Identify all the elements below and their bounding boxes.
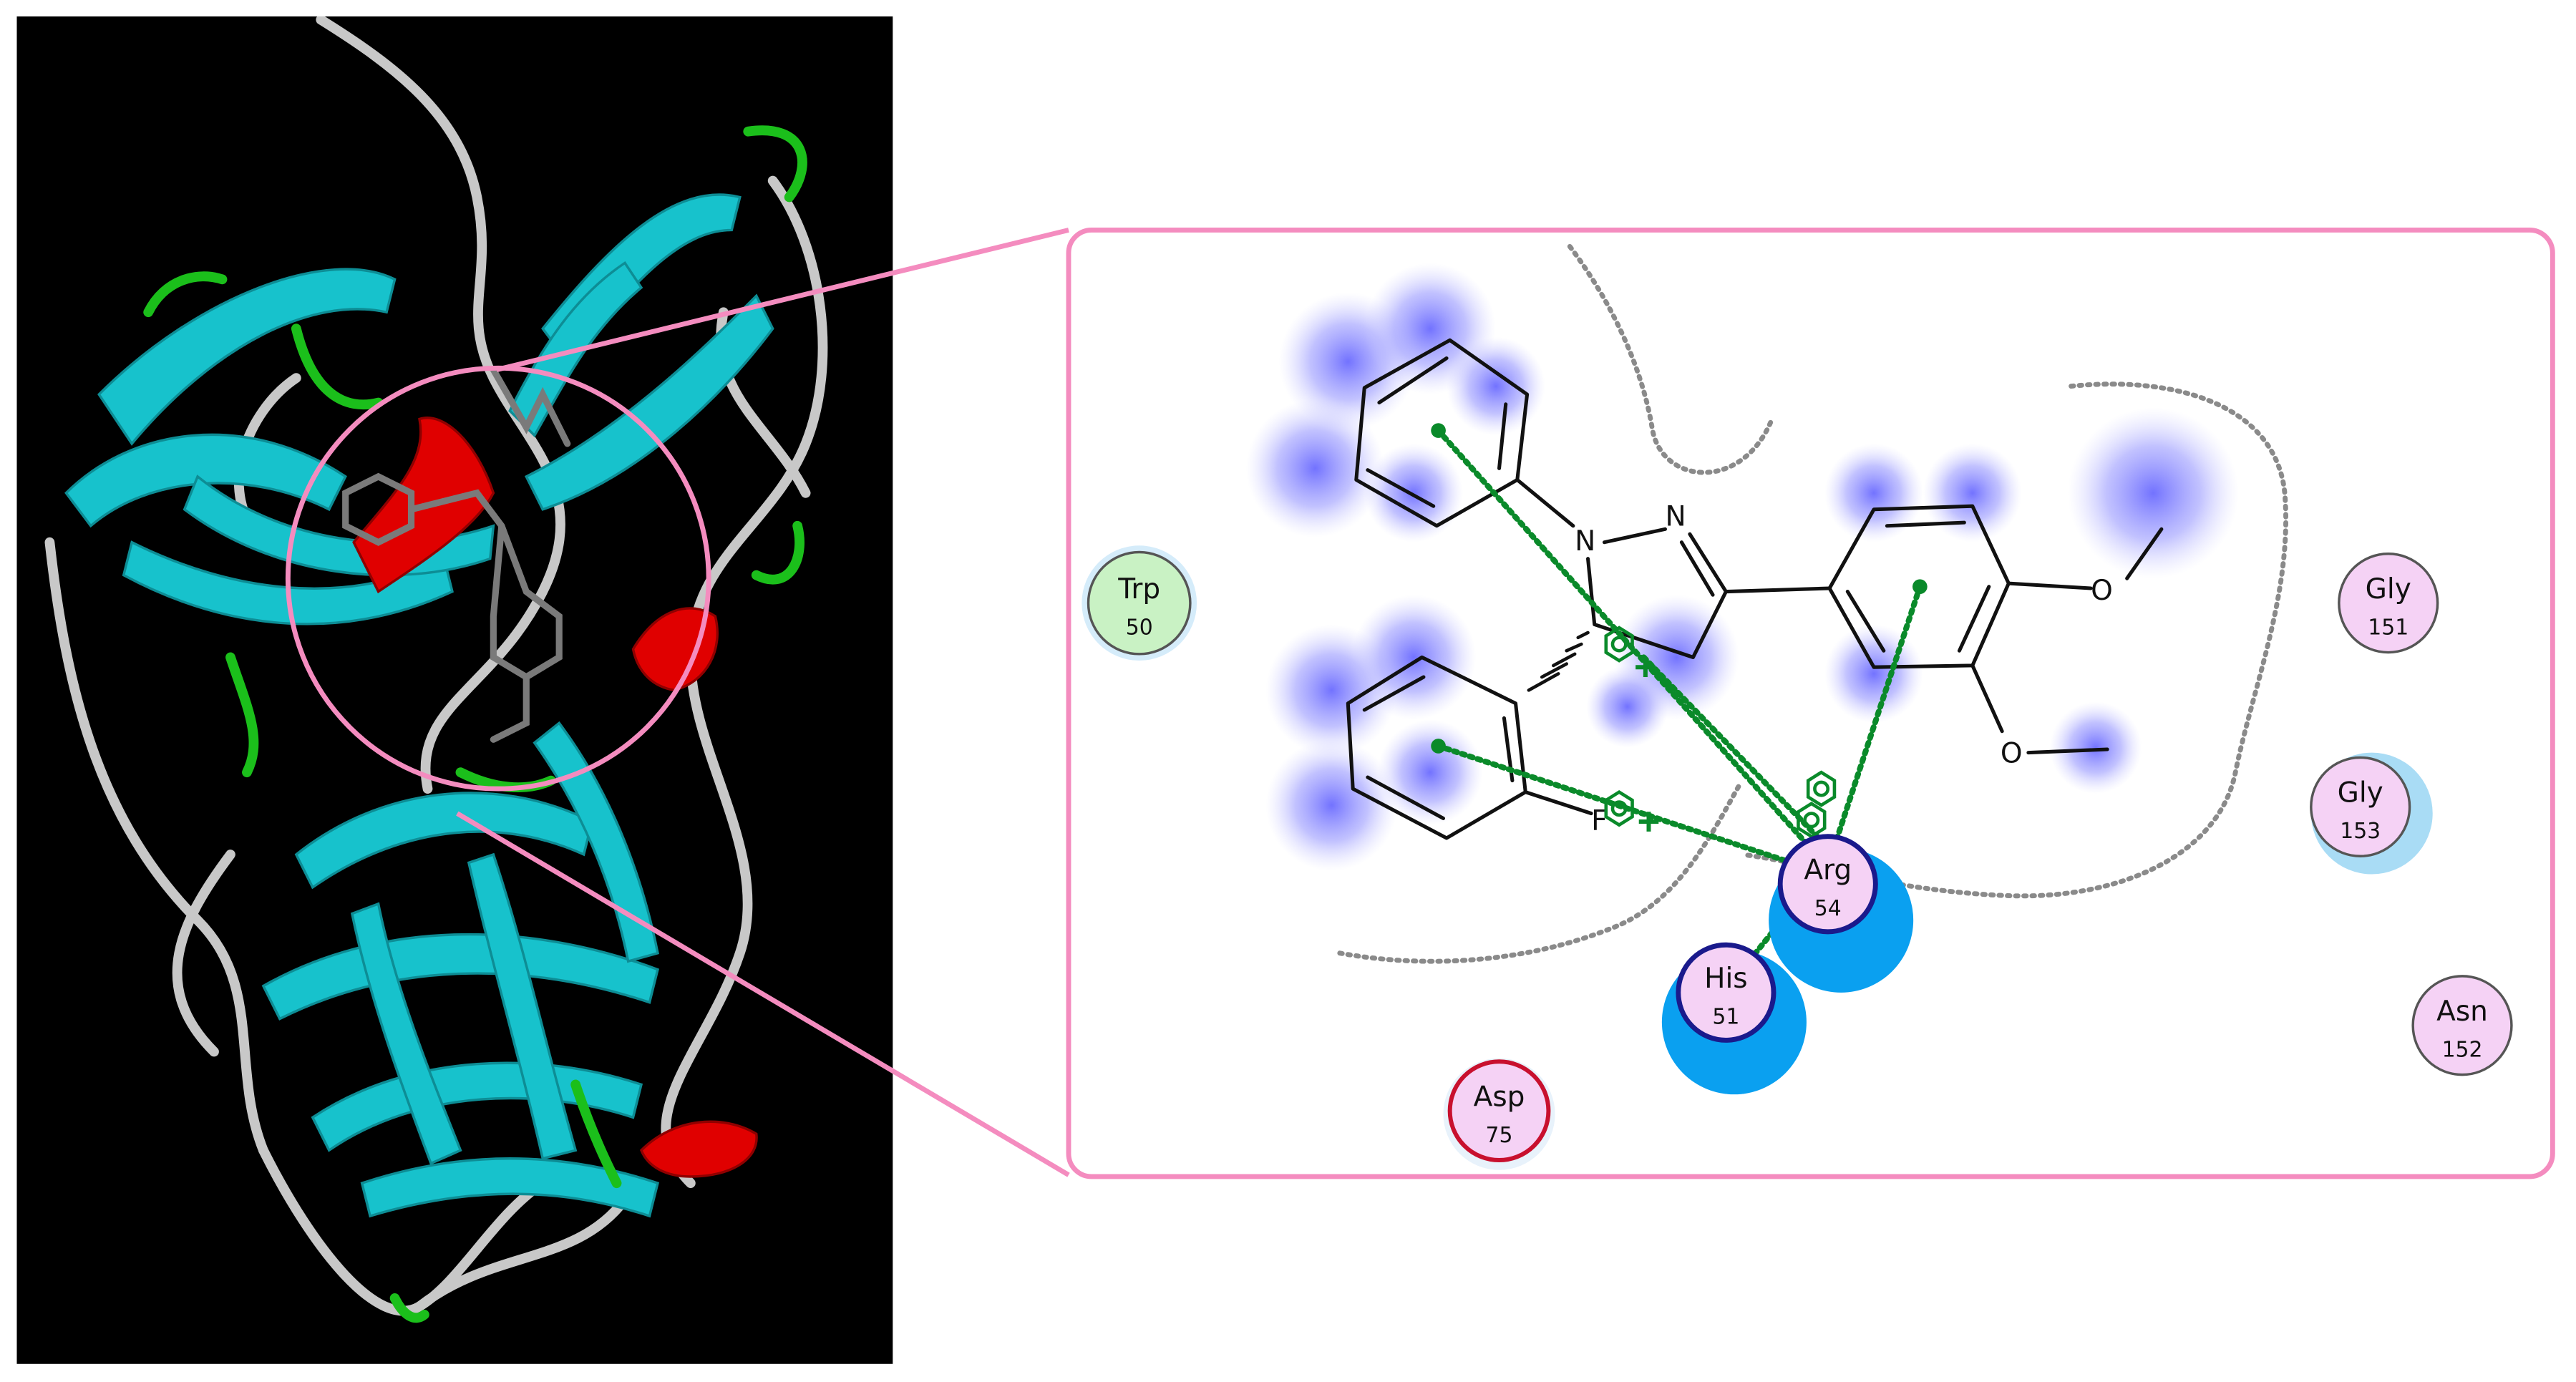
residue-number: 153 (2340, 819, 2381, 844)
residue-disc (2338, 553, 2439, 654)
atom-f: F (1591, 805, 1607, 837)
residue-name: Gly (2338, 777, 2383, 809)
ligand-structure (1346, 338, 2164, 840)
residue-disc (2411, 975, 2513, 1076)
phenyl-ring-top (1354, 338, 1530, 528)
residue-name: Asn (2436, 996, 2488, 1028)
atom-o2: O (2001, 737, 2023, 769)
residue-number: 54 (1814, 896, 1842, 921)
atom-o1: O (2091, 575, 2113, 607)
residue-his-51: His 51 (1661, 942, 1807, 1095)
residue-name: Trp (1117, 573, 1160, 605)
pi-interaction-endpoints (1431, 423, 1928, 754)
residue-name: Arg (1804, 854, 1852, 886)
atom-labels: N N O O F (1575, 501, 2113, 837)
residue-number: 75 (1486, 1123, 1513, 1148)
residue-disc (1447, 1059, 1551, 1163)
solvent-exposure-blobs (1245, 263, 2239, 871)
interaction-diagram-panel: N N O O F (1066, 228, 2555, 1179)
residue-number: 51 (1712, 1004, 1739, 1029)
protein-ribbon-panel (16, 16, 893, 1364)
proximity-contour (1337, 243, 2289, 964)
residue-disc (1676, 942, 1777, 1043)
residue-number: 50 (1126, 615, 1153, 640)
pi-pi-icon (1797, 770, 1837, 839)
residue-asn-152: Asn 152 (2411, 975, 2513, 1076)
pi-cation-icon (1604, 790, 1659, 832)
pi-cation-markers (1604, 626, 1837, 839)
residue-gly-151: Gly 151 (2338, 553, 2439, 654)
residue-name: Asp (1474, 1081, 1525, 1113)
residue-disc (2310, 756, 2411, 857)
residue-number: 152 (2442, 1037, 2483, 1062)
residue-number: 151 (2368, 615, 2409, 640)
residue-name: Gly (2366, 573, 2411, 605)
residue-name: His (1704, 963, 1748, 995)
atom-n1: N (1575, 525, 1595, 558)
residue-arg-54: Arg 54 (1769, 834, 1914, 993)
fluorophenyl-ring (1346, 655, 1527, 840)
residue-asp-75: Asp 75 (1443, 1058, 1555, 1170)
zoom-connectors (456, 228, 1070, 1177)
residue-trp-50: Trp 50 (1082, 545, 1197, 661)
pi-cation-icon (1604, 626, 1656, 677)
residue-gly-153: Gly 153 (2310, 752, 2433, 875)
protein-ribbon-structure (44, 16, 828, 1323)
atom-n2: N (1665, 501, 1686, 533)
residue-disc (1087, 550, 1192, 656)
residue-disc (1777, 834, 1878, 935)
